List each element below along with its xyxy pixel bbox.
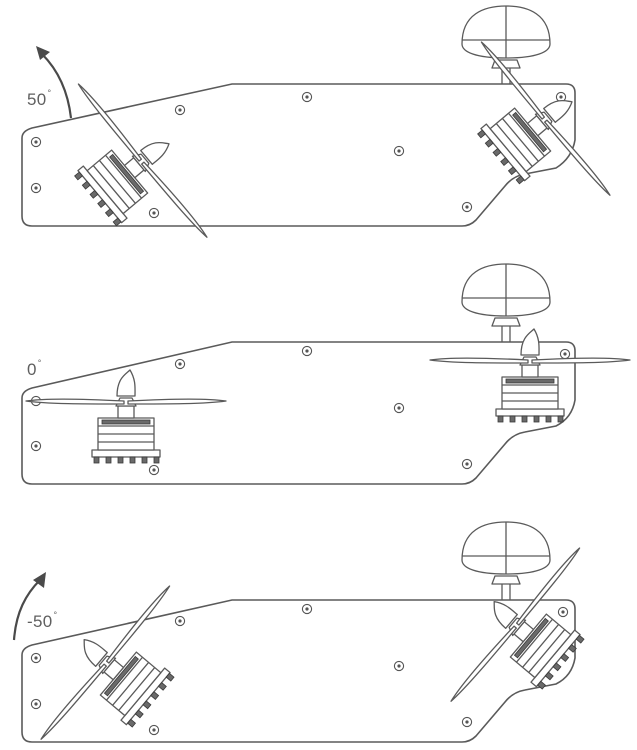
mounting-hole-icon	[174, 104, 186, 116]
mounting-hole-icon	[559, 348, 571, 360]
degree-symbol: °	[53, 610, 58, 620]
panel-top	[21, 5, 635, 278]
mounting-hole-icon	[393, 145, 405, 157]
panel-bottom	[12, 521, 628, 750]
gps-antenna-icon	[461, 521, 551, 601]
rotation-arrow-icon	[41, 53, 73, 119]
degree-symbol: °	[37, 358, 42, 368]
angle-value: 0	[27, 360, 37, 379]
mounting-hole-icon	[148, 464, 160, 476]
angle-value: -50	[27, 612, 53, 631]
rotation-arrow-head-icon	[36, 46, 50, 60]
mounting-hole-icon	[30, 698, 42, 710]
mounting-hole-icon	[174, 358, 186, 370]
tilt-angle-label-top: 50°	[27, 88, 51, 110]
angle-value: 50	[27, 90, 47, 109]
frame-plate	[21, 599, 576, 743]
mounting-hole-icon	[148, 724, 160, 736]
mounting-hole-icon	[30, 182, 42, 194]
panel-middle	[21, 263, 631, 485]
mounting-hole-icon	[393, 660, 405, 672]
mounting-hole-icon	[174, 615, 186, 627]
mounting-hole-icon	[301, 91, 313, 103]
mounting-hole-icon	[30, 136, 42, 148]
mounting-hole-icon	[30, 652, 42, 664]
mounting-hole-icon	[461, 458, 473, 470]
tilt-angle-label-bottom: -50°	[27, 610, 57, 632]
mounting-hole-icon	[557, 606, 569, 618]
rotation-arrow-icon	[12, 579, 41, 641]
frame-plate	[21, 83, 576, 227]
tilt-angle-label-middle: 0°	[27, 358, 42, 380]
mounting-hole-icon	[30, 440, 42, 452]
mounting-hole-icon	[148, 207, 160, 219]
mounting-hole-icon	[393, 402, 405, 414]
mounting-hole-icon	[301, 345, 313, 357]
degree-symbol: °	[47, 88, 52, 98]
rotation-arrow-head-icon	[33, 572, 46, 588]
gps-antenna-icon	[461, 263, 551, 343]
mounting-hole-icon	[301, 603, 313, 615]
mounting-hole-icon	[461, 716, 473, 728]
mounting-hole-icon	[461, 201, 473, 213]
frame-plate	[21, 341, 576, 485]
